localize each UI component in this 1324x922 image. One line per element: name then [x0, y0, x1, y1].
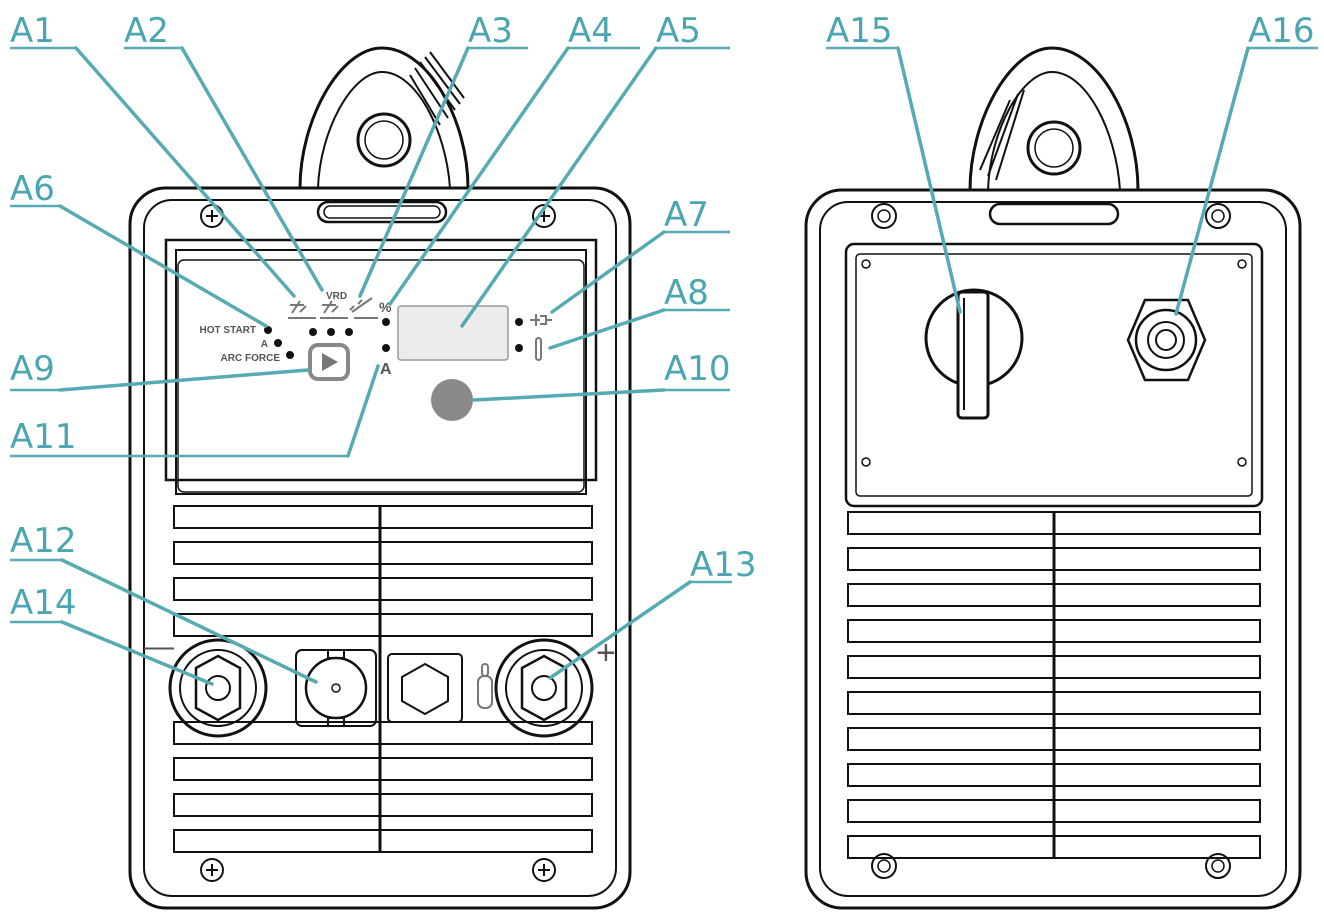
callout-A7: A1 [10, 11, 55, 51]
leader-A6 [58, 204, 268, 328]
leader-A7 [74, 46, 296, 298]
front-select-button[interactable] [308, 343, 350, 381]
rear-power-switch[interactable] [924, 288, 1024, 420]
rear-body-outer [804, 188, 1302, 910]
panel-a-small: A [261, 339, 268, 350]
panel-display [397, 305, 509, 361]
panel-leds [264, 318, 523, 359]
front-adjust-knob[interactable] [431, 379, 473, 421]
callout-A10: A4 [568, 11, 613, 51]
callout-A1: A14 [10, 583, 77, 623]
front-handle [298, 46, 470, 189]
callout-A15: A15 [826, 11, 893, 51]
leader-A14 [472, 388, 666, 402]
callouts: A1 A2 A3 A4 A5 A6 A7 A8 A9 A1 [10, 11, 1318, 686]
leader-A9 [358, 46, 470, 298]
front-vents [173, 505, 593, 853]
rear-handle [968, 46, 1140, 191]
front-gas-fitting [387, 653, 463, 723]
panel-arc-force: ARC FORCE [221, 353, 281, 364]
front-screws [200, 204, 556, 882]
callout-A8: A2 [124, 11, 169, 51]
leader-A3 [548, 580, 692, 680]
panel-hot-start: HOT START [200, 325, 256, 336]
leader-A11 [460, 46, 658, 328]
leader-A2 [60, 558, 318, 684]
leader-A15 [896, 46, 962, 314]
front-top-slot [316, 200, 448, 224]
rear-view [804, 46, 1302, 910]
panel-vrd: VRD [326, 291, 347, 302]
front-bottle-icon [477, 663, 493, 709]
front-view: HOT START A ARC FORCE VRD % A [128, 46, 632, 910]
leader-A13 [548, 308, 666, 350]
callout-A16: A16 [1248, 11, 1315, 51]
leader-A16 [1174, 46, 1250, 316]
front-body-inner [143, 199, 617, 897]
leader-A10 [388, 46, 570, 306]
rear-screws [871, 203, 1231, 879]
front-socket-minus [168, 638, 268, 738]
rear-panel [844, 242, 1264, 508]
leader-A12 [550, 230, 666, 314]
front-body-outer [128, 186, 632, 910]
callout-A9: A3 [468, 11, 513, 51]
callout-A13: A8 [664, 273, 709, 313]
front-panel-frame [164, 238, 598, 482]
callout-A14: A10 [664, 349, 731, 389]
callout-A5: A9 [10, 349, 55, 389]
callout-A3: A13 [690, 545, 757, 585]
leader-A8 [180, 46, 324, 292]
callout-A11: A5 [656, 11, 701, 51]
callout-A12: A7 [664, 195, 709, 235]
front-socket-plus [494, 638, 594, 738]
rear-vents [847, 511, 1261, 859]
callout-A6: A6 [10, 169, 55, 209]
panel-amps: A [380, 361, 392, 378]
leader-A1 [60, 620, 214, 686]
leader-A4 [346, 364, 380, 458]
callout-A2: A12 [10, 521, 77, 561]
front-remote-socket [295, 649, 377, 727]
rear-cable-gland [1126, 298, 1207, 382]
process-icons [288, 297, 378, 319]
leader-A5 [58, 368, 310, 392]
callout-A4: A11 [10, 417, 77, 457]
panel-status-icons [530, 314, 552, 361]
